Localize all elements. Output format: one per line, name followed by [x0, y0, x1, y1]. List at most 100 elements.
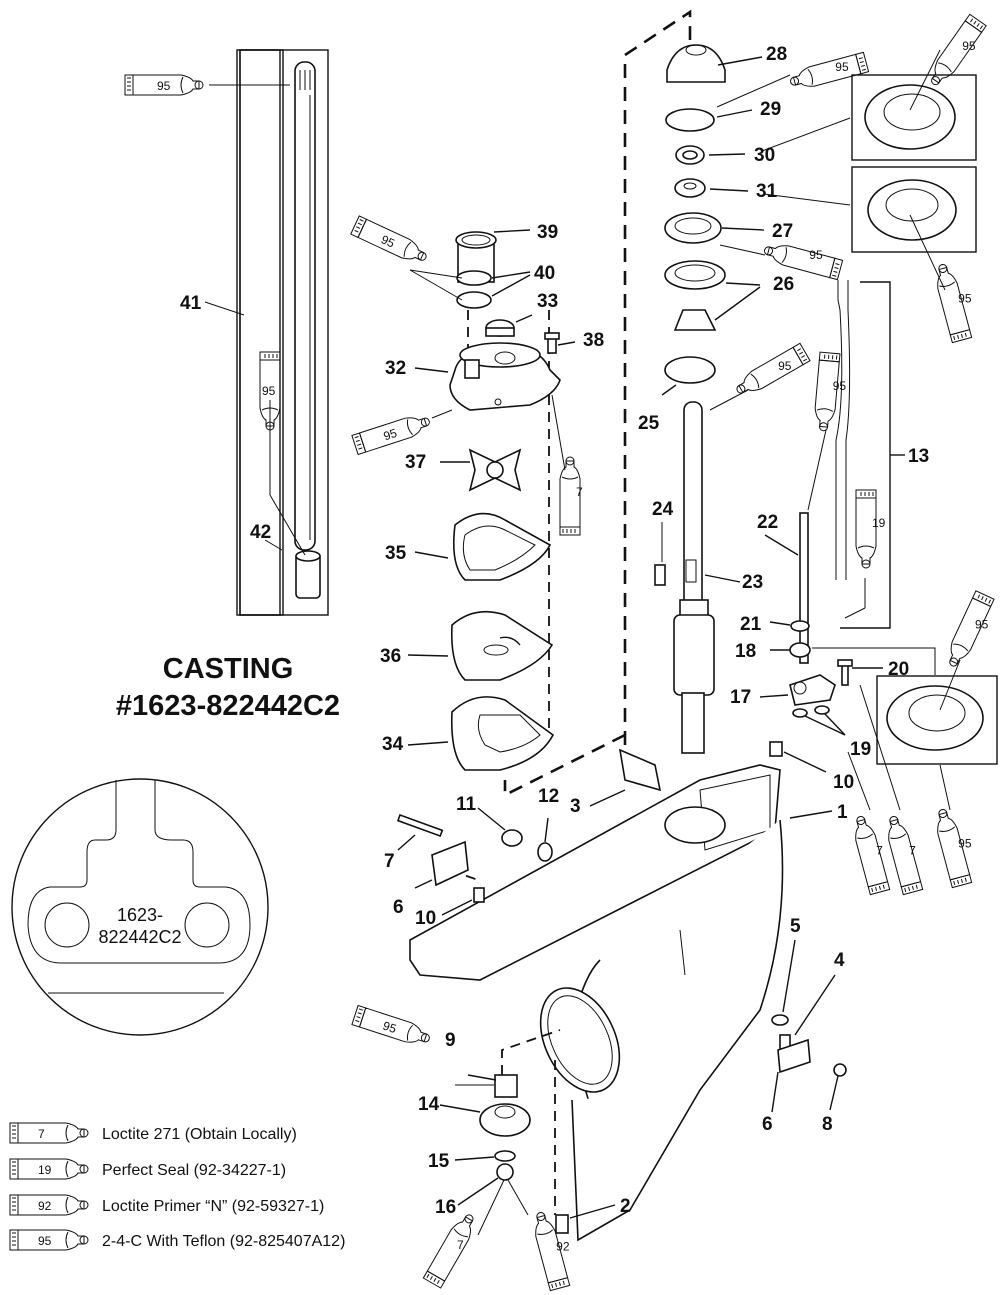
part-24-key [654, 564, 666, 586]
sealant-tube-95: 95 [812, 351, 846, 433]
casting-detail-view: 1623- 822442C2 [11, 778, 269, 1036]
part-2-plug [555, 1214, 569, 1234]
callout-25: 25 [638, 413, 660, 434]
callout-4: 4 [834, 950, 845, 971]
part-23-pinion-shaft [673, 401, 715, 754]
callout-12: 12 [538, 786, 559, 807]
part-28-cap [666, 44, 726, 83]
callout-1: 1 [837, 802, 848, 823]
callout-38: 38 [583, 330, 604, 351]
bearing-detail-box-31 [851, 166, 977, 253]
callout-27: 27 [772, 221, 793, 242]
callout-32: 32 [385, 358, 406, 379]
callout-37: 37 [405, 452, 426, 473]
sealant-tube-95: 95 [761, 239, 844, 281]
part-15-washer [494, 1150, 516, 1162]
svg-text:Loctite Primer “N” (92-59327-1: Loctite Primer “N” (92-59327-1) [102, 1198, 324, 1215]
callout-24: 24 [652, 499, 674, 520]
sealant-tube-7: 7 [882, 813, 924, 896]
callout-34: 34 [382, 734, 404, 755]
sealant-tube-19: 19 [855, 489, 886, 569]
svg-text:95: 95 [958, 291, 972, 305]
sealant-tube-95: 95 [787, 51, 870, 93]
sealant-tube-95: 95 [124, 74, 204, 96]
seal-detail-box-30 [851, 74, 977, 161]
part-13-shift-rod [835, 280, 851, 580]
sealant-tube-95: 7 [849, 813, 891, 896]
callout-10: 10 [833, 772, 854, 793]
svg-text:92: 92 [556, 1239, 570, 1253]
callout-5: 5 [790, 916, 801, 937]
svg-text:95: 95 [809, 248, 823, 262]
callout-30: 30 [754, 145, 775, 166]
svg-text:95: 95 [382, 426, 399, 444]
part-12-seal [537, 842, 553, 862]
sealant-tube-95: 95 [924, 13, 987, 91]
svg-text:95: 95 [975, 617, 989, 631]
part-14-pinion-gear [479, 1103, 531, 1137]
callout-36: 36 [380, 646, 401, 667]
coupler [295, 550, 321, 599]
part-17-shift-crank [789, 674, 836, 706]
callout-31: 31 [756, 181, 778, 202]
callout-40: 40 [534, 263, 555, 284]
svg-text:95: 95 [379, 232, 397, 250]
callout-9: 9 [445, 1030, 456, 1051]
callout-23: 23 [742, 572, 763, 593]
svg-text:95: 95 [778, 359, 792, 373]
callout-42: 42 [250, 522, 271, 543]
callout-3: 3 [570, 796, 581, 817]
part-40-seal-upper [456, 270, 492, 286]
part-11-plug [501, 829, 523, 847]
part-26-cone [673, 309, 717, 331]
svg-text:95: 95 [38, 1234, 52, 1248]
assembly-dashed-line-right [623, 9, 692, 768]
callout-21: 21 [740, 614, 762, 635]
sealant-tube-92: 92 [529, 1209, 571, 1292]
svg-text:7: 7 [38, 1127, 45, 1141]
sealant-tube-95: 95 [931, 261, 973, 344]
part-6-anode-left [431, 840, 469, 887]
svg-text:95: 95 [962, 39, 976, 53]
seal-detail-box-17 [876, 675, 998, 765]
svg-text:7: 7 [876, 843, 883, 857]
svg-text:95: 95 [835, 60, 849, 74]
callout-2: 2 [620, 1196, 631, 1217]
part-3-trim-tab [618, 748, 662, 792]
legend-item-95: 95 2-4-C With Teflon (92-825407A12) [9, 1229, 345, 1251]
sealant-tube-95: 95 [259, 351, 281, 431]
svg-text:95: 95 [157, 79, 171, 93]
callout-26: 26 [773, 274, 794, 295]
callout-8: 8 [822, 1114, 833, 1135]
svg-text:19: 19 [872, 516, 886, 530]
callout-39: 39 [537, 222, 558, 243]
svg-text:92: 92 [38, 1199, 52, 1213]
part-31-washer [674, 178, 706, 198]
part-21-washer [790, 620, 810, 632]
callout-13: 13 [908, 446, 929, 467]
svg-text:95: 95 [262, 384, 276, 398]
svg-text:Perfect Seal (92-34227-1): Perfect Seal (92-34227-1) [102, 1162, 286, 1179]
svg-text:95: 95 [381, 1019, 398, 1037]
casting-title: CASTING [163, 653, 294, 685]
part-34-gasket [450, 696, 555, 771]
casting-mark-line2: 822442C2 [98, 927, 181, 947]
casting-number: #1623-822442C2 [116, 690, 340, 722]
sealant-tube-95: 95 [351, 1004, 433, 1050]
part-26-cup [664, 260, 726, 290]
sealant-tube-95: 95 [351, 410, 433, 456]
svg-text:95: 95 [958, 836, 972, 850]
callout-16: 16 [435, 1197, 456, 1218]
part-5-washer [771, 1014, 789, 1026]
casting-mark-line1: 1623- [117, 905, 163, 925]
part-33-grommet [485, 319, 515, 337]
svg-text:19: 19 [38, 1163, 52, 1177]
callout-28: 28 [766, 44, 787, 65]
legend-item-19: 19 Perfect Seal (92-34227-1) [9, 1158, 286, 1180]
callout-19: 19 [850, 739, 871, 760]
svg-text:2-4-C With Teflon (92-825407A: 2-4-C With Teflon (92-825407A12) [102, 1233, 345, 1250]
sealant-tube-7: 7 [422, 1209, 481, 1289]
part-10-pin-left [473, 887, 485, 903]
